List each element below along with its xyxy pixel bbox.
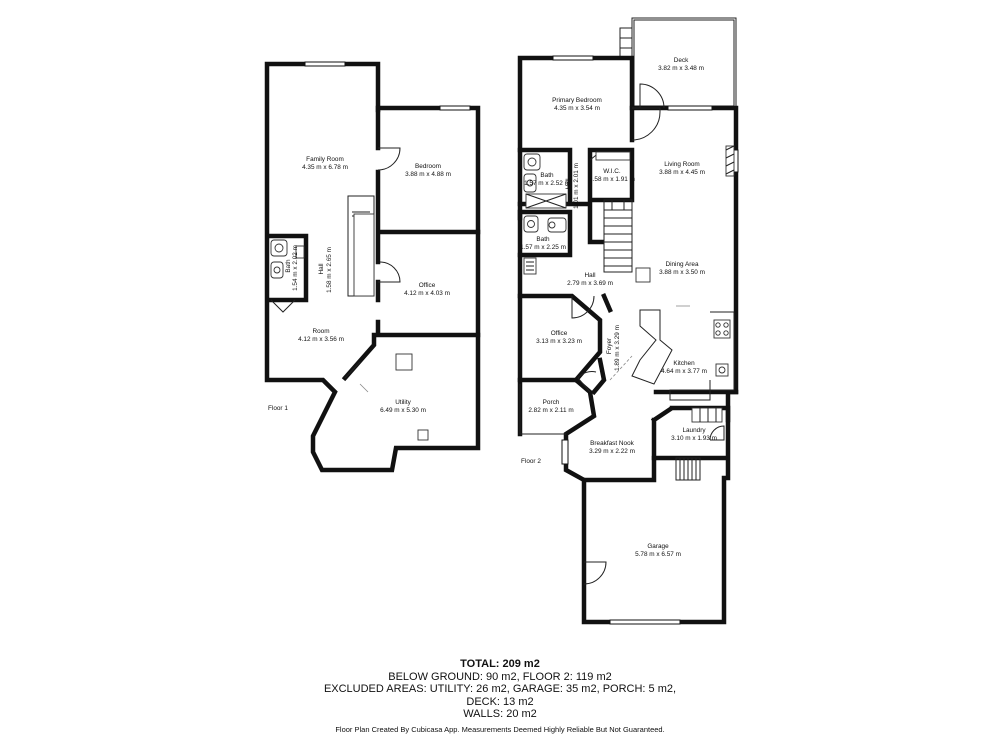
- room-dims: 1.58 m x 1.91 m: [589, 176, 635, 183]
- summary-line: EXCLUDED AREAS: UTILITY: 26 m2, GARAGE: …: [323, 683, 677, 695]
- kitchen-counters: [631, 309, 735, 401]
- room-dims: 1.57 m x 2.25 m: [520, 244, 566, 251]
- summary-line: BELOW GROUND: 90 m2, FLOOR 2: 119 m2: [388, 670, 612, 683]
- room-name: Living Room: [664, 161, 700, 168]
- room-dims: 3.88 m x 4.88 m: [405, 171, 451, 178]
- room-dims: 1.58 m x 2.65 m: [326, 247, 333, 293]
- floor1-stairs: [347, 195, 375, 297]
- room-name: Garage: [647, 543, 669, 550]
- floor-label: Floor 2: [521, 458, 541, 465]
- room-name: Office: [551, 330, 568, 337]
- floor2-door-garage: [583, 561, 607, 585]
- room-dims: 1.01 m x 2.01 m: [573, 163, 580, 209]
- room-dims: 5.78 m x 6.57 m: [635, 551, 681, 558]
- room-dims: 4.35 m x 3.54 m: [554, 105, 600, 112]
- room-dims: 3.29 m x 2.22 m: [589, 448, 635, 455]
- floor2-door-porch: [577, 371, 597, 393]
- room-dims: 2.82 m x 2.11 m: [528, 407, 573, 414]
- room-name: Deck: [674, 57, 689, 64]
- room-name: Dining Area: [665, 261, 698, 268]
- area-summary: TOTAL: 209 m2 BELOW GROUND: 90 m2, FLOOR…: [0, 658, 1000, 721]
- room-name: Kitchen: [673, 360, 695, 367]
- laundry-fixtures: [691, 407, 723, 423]
- credit-line: Floor Plan Created By Cubicasa App. Meas…: [335, 725, 665, 734]
- room-dims: 1.89 m x 3.29 m: [614, 325, 621, 371]
- room-name: W.I.C.: [603, 168, 621, 175]
- floor2-front-wall: [517, 377, 597, 484]
- room-dims: 1.57 m x 2.52 m: [524, 180, 570, 187]
- floor2-stairs: [603, 199, 633, 273]
- floor1-door-bath: [270, 299, 296, 313]
- room-dims: 4.64 m x 3.77 m: [661, 368, 707, 375]
- floor2-door-office: [571, 295, 595, 319]
- room-name: Bath: [540, 172, 554, 179]
- room-name: Bedroom: [415, 163, 441, 170]
- room-dims: 3.13 m x 3.23 m: [536, 338, 582, 345]
- floor2-bath-fixtures: [523, 151, 651, 283]
- room-dims: 4.12 m x 4.03 m: [404, 290, 450, 297]
- garage-steps: [675, 457, 701, 481]
- floor2-window-deck-door: [667, 105, 713, 111]
- floor-1-plan: Family Room 4.35 m x 6.78 m Bedroom 3.88…: [264, 61, 481, 473]
- room-dims: 6.49 m x 5.30 m: [380, 407, 426, 414]
- summary-line: DECK: 13 m2: [466, 695, 534, 708]
- room-dims: 3.10 m x 1.93 m: [671, 435, 717, 442]
- room-name: Office: [419, 282, 436, 289]
- room-name: Bath: [285, 259, 292, 273]
- floor1-door-bedroom: [377, 147, 401, 171]
- room-dims: 2.79 m x 3.69 m: [567, 280, 613, 287]
- room-name: Breakfast Nook: [590, 440, 634, 447]
- room-name: Primary Bedroom: [552, 97, 602, 104]
- room-name: Porch: [543, 399, 560, 406]
- room-dims: 3.88 m x 3.50 m: [659, 269, 705, 276]
- floor1-window-family-room: [304, 61, 346, 67]
- fireplace: [725, 145, 735, 177]
- fireplace-hatch: [725, 145, 735, 175]
- summary-line: WALLS: 20 m2: [463, 708, 537, 720]
- floor1-utility-heater: [417, 429, 429, 441]
- floor1-outer-wall: [264, 61, 481, 473]
- room-name: Hall: [318, 263, 325, 274]
- floor2-door-laundry: [709, 425, 725, 441]
- floor2-door-deck: [639, 83, 665, 109]
- room-name: Hall: [565, 178, 572, 189]
- floor-label: Floor 1: [268, 405, 288, 412]
- floor1-window-bedroom: [439, 105, 471, 111]
- floor2-window-garage-door: [609, 619, 681, 625]
- floor1-utility-square: [395, 353, 413, 371]
- room-name: Bath: [536, 236, 550, 243]
- room-dims: 3.88 m x 4.45 m: [659, 169, 705, 176]
- room-dims: 1.54 m x 2.02 m: [292, 245, 299, 291]
- floor1-bath-fixtures: [270, 239, 305, 279]
- room-name: Room: [312, 328, 329, 335]
- porch-outline: [519, 384, 566, 435]
- room-dims: 3.82 m x 3.48 m: [658, 65, 704, 72]
- room-name: Laundry: [682, 427, 706, 434]
- floor1-door-office: [378, 261, 401, 283]
- room-dims: 4.35 m x 6.78 m: [302, 164, 348, 171]
- floor2-door-deck-2: [631, 107, 661, 141]
- foyer-opening: [609, 355, 633, 381]
- room-name: Foyer: [606, 337, 613, 354]
- floor2-window-primary-bedroom: [552, 55, 594, 61]
- room-name: Utility: [395, 399, 411, 406]
- floor-2-plan: Deck 3.82 m x 3.48 m Primary Bedroom 4.3…: [517, 17, 739, 625]
- floor2-window-nook: [561, 439, 569, 465]
- room-name: Hall: [584, 272, 595, 279]
- floor1-utility-partition: [359, 383, 369, 393]
- room-name: Family Room: [306, 156, 344, 163]
- floor1-interior-walls: [265, 105, 481, 382]
- floor1-door-utility: [344, 361, 361, 379]
- total-area: TOTAL: 209 m2: [460, 658, 540, 670]
- room-dims: 4.12 m x 3.56 m: [298, 336, 344, 343]
